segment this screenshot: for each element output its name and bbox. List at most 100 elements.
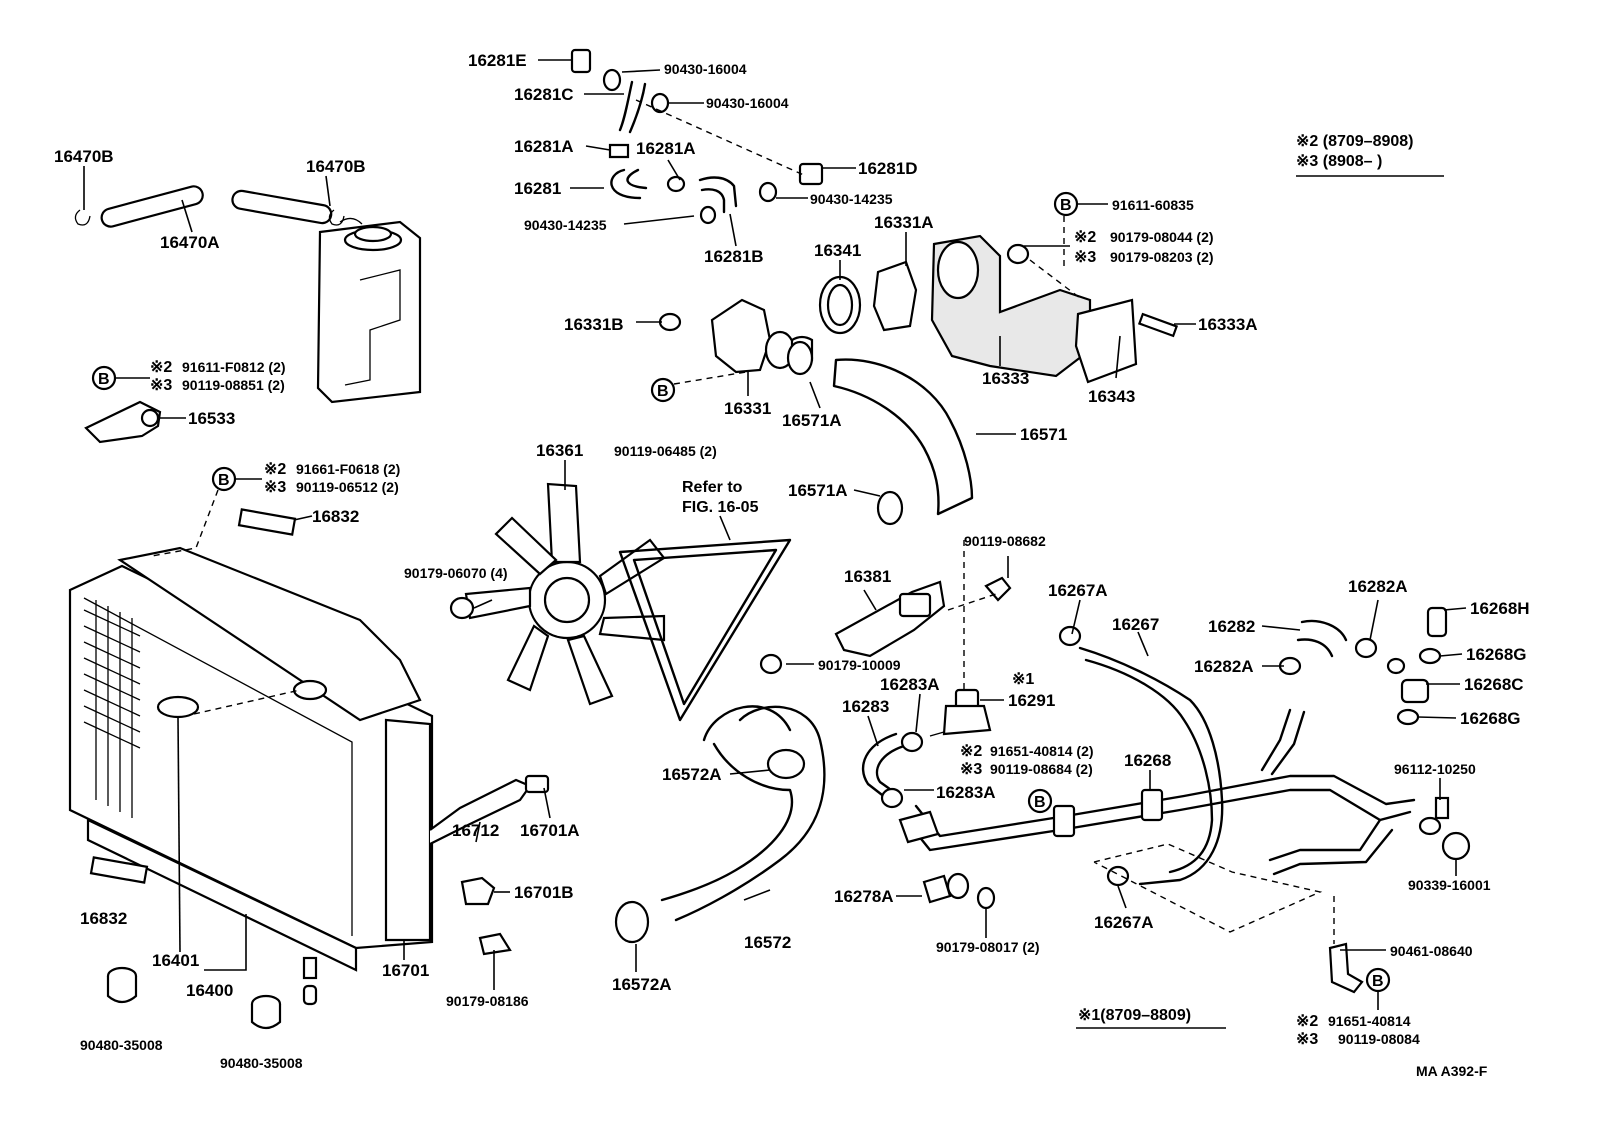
heater-pipe-group bbox=[898, 646, 1416, 910]
label-90179-08044: 90179-08044 (2) bbox=[1110, 229, 1214, 245]
label-91651-40814-b: 91651-40814 bbox=[1328, 1013, 1411, 1029]
label-16572A-b: 16572A bbox=[612, 975, 672, 994]
mark-3-d: ※3 bbox=[960, 761, 982, 778]
mark-2-e: ※2 bbox=[1296, 1013, 1318, 1030]
label-16401: 16401 bbox=[152, 951, 199, 970]
label-91661-F0618: 91661-F0618 (2) bbox=[296, 461, 400, 477]
label-90339-16001: 90339-16001 bbox=[1408, 877, 1491, 893]
label-16701: 16701 bbox=[382, 961, 429, 980]
small-hose-group bbox=[862, 688, 992, 809]
mark-3-a: ※3 bbox=[1074, 249, 1096, 266]
bypass-hose-group bbox=[74, 185, 345, 228]
label-90119-08084: 90119-08084 bbox=[1338, 1031, 1420, 1047]
label-90430-14235-b: 90430-14235 bbox=[524, 217, 607, 233]
label-90430-16004-b: 90430-16004 bbox=[706, 95, 789, 111]
label-16282: 16282 bbox=[1208, 617, 1255, 636]
label-16400: 16400 bbox=[186, 981, 233, 1000]
label-16331A: 16331A bbox=[874, 213, 934, 232]
refer-line-1: Refer to bbox=[682, 479, 743, 496]
label-16343: 16343 bbox=[1088, 387, 1135, 406]
label-91651-40814-a: 91651-40814 (2) bbox=[990, 743, 1094, 759]
label-90179-06070: 90179-06070 (4) bbox=[404, 565, 508, 581]
label-16341: 16341 bbox=[814, 241, 861, 260]
label-16571: 16571 bbox=[1020, 425, 1067, 444]
b-marker-text-4: B bbox=[218, 472, 230, 489]
label-16381: 16381 bbox=[844, 567, 891, 586]
b-markers bbox=[91, 191, 1391, 993]
label-90179-08203: 90179-08203 (2) bbox=[1110, 249, 1214, 265]
upper-radiator-hose bbox=[786, 340, 974, 526]
dashed-lines bbox=[151, 99, 1335, 944]
label-90179-08186: 90179-08186 bbox=[446, 993, 529, 1009]
label-16533: 16533 bbox=[188, 409, 235, 428]
label-16470B-b: 16470B bbox=[306, 157, 366, 176]
label-90480-35008-b: 90480-35008 bbox=[220, 1055, 303, 1071]
mark-3-b: ※3 bbox=[150, 377, 172, 394]
label-16281: 16281 bbox=[514, 179, 561, 198]
label-16267A-b: 16267A bbox=[1094, 913, 1154, 932]
mark-2-d: ※2 bbox=[960, 743, 982, 760]
label-16331: 16331 bbox=[724, 399, 771, 418]
lower-radiator-hose bbox=[614, 705, 826, 944]
water-valve bbox=[759, 576, 1012, 675]
label-90179-08017: 90179-08017 (2) bbox=[936, 939, 1040, 955]
label-16571A-a: 16571A bbox=[782, 411, 842, 430]
label-16572: 16572 bbox=[744, 933, 791, 952]
label-90119-08684: 90119-08684 (2) bbox=[990, 761, 1093, 777]
refer-line-2: FIG. 16-05 bbox=[682, 499, 759, 516]
label-16268H: 16268H bbox=[1470, 599, 1530, 618]
leader-lines bbox=[83, 59, 1467, 1010]
label-90430-14235-a: 90430-14235 bbox=[810, 191, 893, 207]
label-16281B: 16281B bbox=[704, 247, 764, 266]
legend-mark-1: ※1(8709–8809) bbox=[1078, 1007, 1191, 1024]
label-90119-06485: 90119-06485 (2) bbox=[614, 443, 717, 459]
label-90480-35008-a: 90480-35008 bbox=[80, 1037, 163, 1053]
mark-2-c: ※2 bbox=[264, 461, 286, 478]
label-16832-a: 16832 bbox=[312, 507, 359, 526]
mark-3-c: ※3 bbox=[264, 479, 286, 496]
mark-3-e: ※3 bbox=[1296, 1031, 1318, 1048]
heater-hose-top-group bbox=[570, 48, 824, 225]
radiator-mounts bbox=[106, 966, 282, 1030]
label-16470A: 16470A bbox=[160, 233, 220, 252]
reservoir-tank bbox=[316, 217, 422, 404]
label-90461-08640: 90461-08640 bbox=[1390, 943, 1473, 959]
label-90119-06512: 90119-06512 (2) bbox=[296, 479, 399, 495]
label-91611-60835: 91611-60835 bbox=[1112, 197, 1194, 213]
label-16267A-a: 16267A bbox=[1048, 581, 1108, 600]
label-16268: 16268 bbox=[1124, 751, 1171, 770]
label-16268G-a: 16268G bbox=[1466, 645, 1527, 664]
label-16281C: 16281C bbox=[514, 85, 574, 104]
label-91611-F0812: 91611-F0812 (2) bbox=[182, 359, 286, 375]
figure-code: MA A392-F bbox=[1416, 1063, 1488, 1079]
label-16333: 16333 bbox=[982, 369, 1029, 388]
label-96112-10250: 96112-10250 bbox=[1394, 761, 1476, 777]
b-marker-text-1: B bbox=[1060, 197, 1072, 214]
shroud-parts bbox=[429, 774, 550, 956]
label-90119-08851: 90119-08851 (2) bbox=[182, 377, 285, 393]
water-outlet-group bbox=[658, 234, 1179, 384]
label-16283A-a: 16283A bbox=[880, 675, 940, 694]
label-16283: 16283 bbox=[842, 697, 889, 716]
label-16291: 16291 bbox=[1008, 691, 1055, 710]
legend-mark-3: ※3 (8908– ) bbox=[1296, 153, 1382, 170]
label-16832-b: 16832 bbox=[80, 909, 127, 928]
label-16571A-b: 16571A bbox=[788, 481, 848, 500]
b-marker-text-3: B bbox=[98, 371, 110, 388]
label-16268G-b: 16268G bbox=[1460, 709, 1521, 728]
mark-2-b: ※2 bbox=[150, 359, 172, 376]
mark-2-a: ※2 bbox=[1074, 229, 1096, 246]
label-16283A-b: 16283A bbox=[936, 783, 996, 802]
cooling-fan bbox=[464, 482, 666, 706]
radiator-pad-bottom bbox=[89, 856, 149, 884]
label-16701A: 16701A bbox=[520, 821, 580, 840]
b-marker-text-6: B bbox=[1372, 973, 1384, 990]
label-16281A-b: 16281A bbox=[636, 139, 696, 158]
label-90119-08682: 90119-08682 bbox=[964, 533, 1046, 549]
label-16572A-a: 16572A bbox=[662, 765, 722, 784]
label-16282A-a: 16282A bbox=[1348, 577, 1408, 596]
label-90179-10009: 90179-10009 bbox=[818, 657, 901, 673]
label-16712: 16712 bbox=[452, 821, 499, 840]
heater-fittings-right bbox=[1058, 606, 1471, 994]
